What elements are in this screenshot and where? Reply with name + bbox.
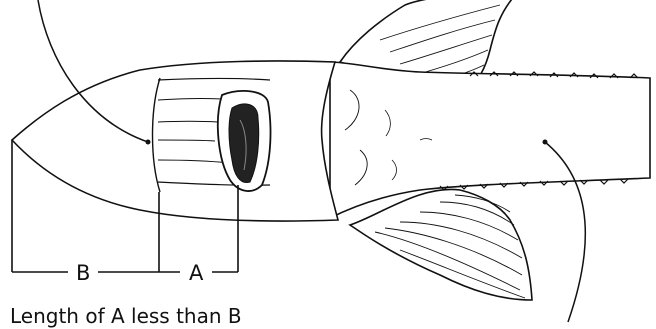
fish-body — [330, 62, 650, 218]
pointer-dot-right — [543, 140, 548, 145]
label-b: B — [76, 263, 90, 284]
pointer-dot-left — [146, 140, 151, 145]
label-a: A — [189, 263, 203, 284]
fish-snout — [12, 61, 338, 221]
caption: Length of A less than B — [10, 306, 242, 326]
lower-fin — [350, 189, 532, 300]
